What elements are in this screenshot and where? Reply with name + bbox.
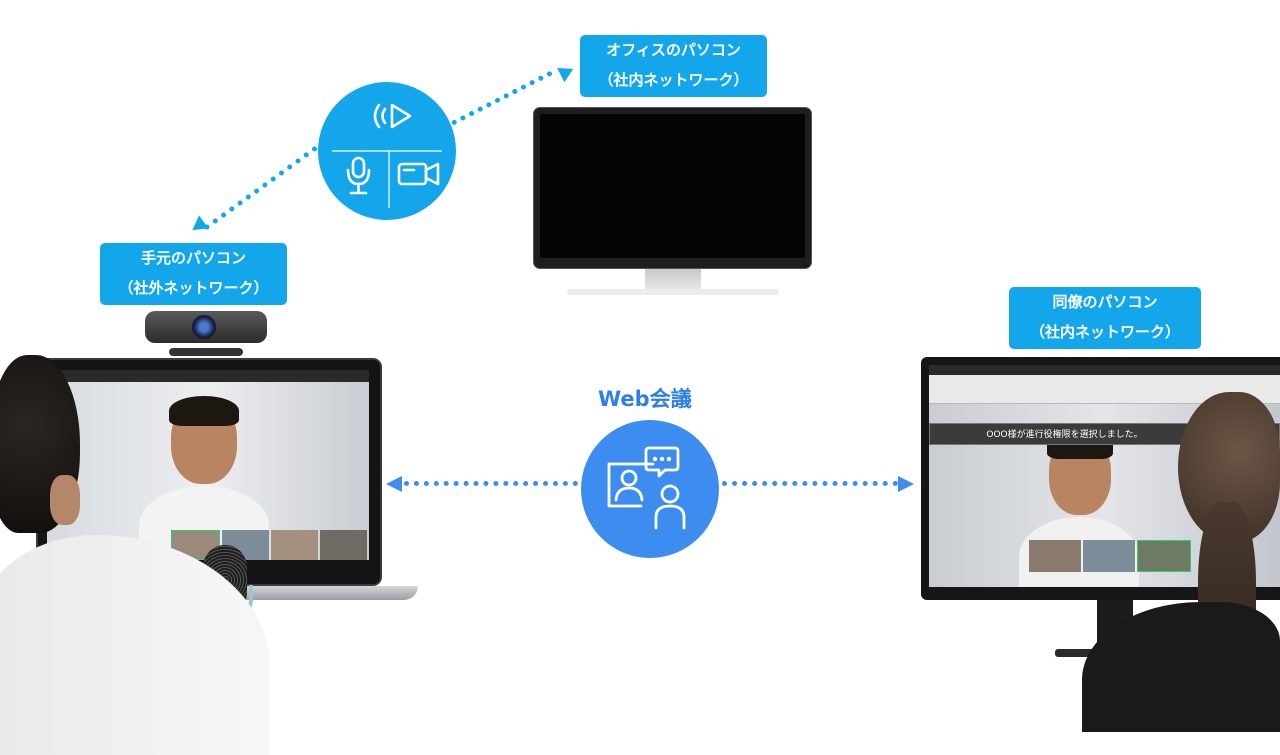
office-pc-label: オフィスのパソコン （社内ネットワーク）	[580, 35, 767, 97]
arrowhead-local	[187, 215, 209, 237]
office-pc-label-line1: オフィスのパソコン	[606, 41, 741, 59]
laptop-screen	[47, 370, 369, 560]
laptop-lid	[36, 358, 382, 586]
arrowhead-laptop	[386, 476, 402, 492]
local-pc-label-line1: 手元のパソコン	[140, 249, 246, 267]
colleague-notification-text: OOO様が進行役権限を選択しました。	[986, 430, 1143, 440]
person-left	[0, 355, 270, 755]
office-monitor-bezel	[533, 107, 812, 269]
local-pc-label: 手元のパソコン （社外ネットワーク）	[100, 243, 287, 305]
office-monitor-screen	[540, 114, 805, 258]
webcam	[145, 311, 267, 359]
office-monitor-stand	[645, 269, 701, 289]
video-camera-icon	[397, 162, 440, 186]
connector-meeting-to-laptop	[404, 481, 578, 486]
person-right	[1082, 392, 1280, 732]
office-monitor	[533, 107, 812, 297]
arrowhead-colleague	[898, 476, 914, 492]
colleague-pc-label-line1: 同僚のパソコン	[1052, 293, 1158, 311]
connector-meeting-to-colleague	[722, 481, 898, 486]
arrowhead-office	[557, 61, 577, 83]
media-hub-icons	[332, 103, 442, 208]
office-monitor-base	[567, 289, 779, 295]
local-pc-label-line2: （社外ネットワーク）	[118, 279, 269, 297]
participant-thumbnails	[171, 530, 367, 560]
connector-local-to-media	[203, 145, 319, 231]
web-meeting-title: Web会議	[598, 387, 692, 411]
media-hub-circle	[318, 82, 456, 220]
colleague-participant-thumbnails	[1029, 540, 1191, 572]
microphone-icon	[346, 156, 371, 195]
web-meeting-circle	[581, 420, 719, 558]
office-pc-label-line2: （社内ネットワーク）	[598, 71, 749, 89]
webcam-lens	[192, 315, 216, 339]
laptop	[30, 358, 418, 604]
colleague-pc-label-line2: （社内ネットワーク）	[1029, 323, 1180, 341]
colleague-pc-label: 同僚のパソコン （社内ネットワーク）	[1009, 287, 1201, 349]
web-meeting-icon	[607, 446, 686, 530]
speaker-icon	[373, 103, 412, 129]
